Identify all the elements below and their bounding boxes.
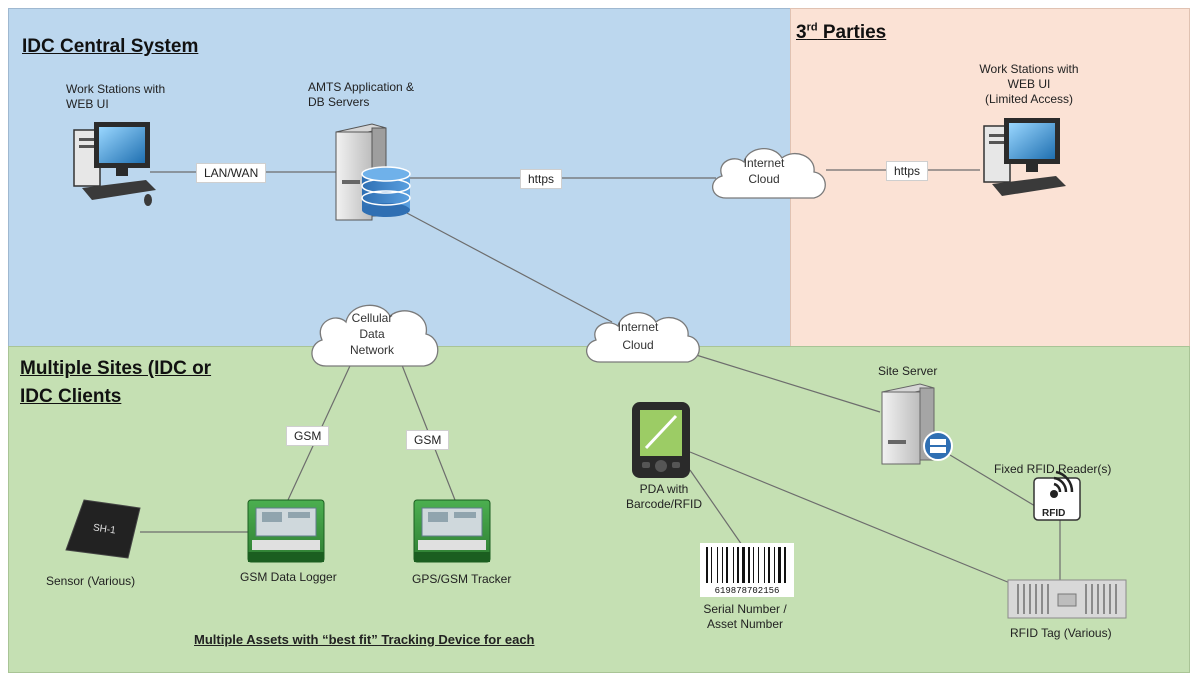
barcode-digits: 619878702156 (715, 586, 780, 596)
gsm-edge-label-logger: GSM (286, 426, 330, 446)
gps-tracker-label: GPS/GSM Tracker (412, 572, 512, 586)
gsm-logger-label: GSM Data Logger (240, 570, 337, 584)
site-server-to-reader-link (949, 454, 1046, 513)
pda-to-rfid-tag-link (689, 451, 1011, 584)
desktop-computer-icon-third-party (983, 118, 1066, 196)
gsm-link-tracker (397, 354, 456, 501)
https-edge-label-third: https (886, 161, 929, 181)
cloud-icon-cellular: Cellular Data Network (311, 304, 439, 367)
central-system-title: IDC Central System (22, 36, 199, 57)
data-logger-icon (247, 499, 325, 563)
server-to-internet-link (404, 211, 613, 323)
cloud-label-line3: Network (350, 343, 395, 357)
cloud-label-line2: Cloud (622, 338, 653, 352)
server-icon (881, 383, 953, 465)
third-parties-title: 3rd Parties (796, 20, 886, 45)
third-parties-title-number: 3 (796, 22, 807, 43)
rfid-reader-icon: RFID (1033, 470, 1081, 521)
gps-tracker-icon (413, 499, 491, 563)
footer-caption: Multiple Assets with “best fit” Tracking… (194, 632, 535, 647)
cloud-label-line2: Cloud (748, 172, 779, 186)
barcode-icon: 619878702156 (700, 543, 794, 597)
sites-zone (8, 346, 1190, 673)
cloud-label-line1: Cellular (352, 311, 393, 325)
cloud-label-line1: Internet (618, 320, 659, 334)
workstation-central-label: Work Stations with WEB UI (66, 82, 166, 111)
rfid-tag-icon (1007, 579, 1127, 619)
site-server-label: Site Server (878, 364, 938, 378)
app-servers-label: AMTS Application & DB Servers (308, 80, 415, 109)
gsm-edge-label-tracker: GSM (406, 430, 450, 450)
workstation-third-label: Work Stations with WEB UI (Limited Acces… (979, 62, 1079, 106)
third-parties-title-text: Parties (817, 22, 887, 43)
lan-wan-edge-label: LAN/WAN (196, 163, 267, 183)
third-parties-title-superscript: rd (806, 21, 818, 34)
fixed-rfid-reader-label: Fixed RFID Reader(s) (994, 462, 1112, 476)
sensor-chip-icon: SH-1 (65, 499, 141, 559)
barcode-label: Serial Number / Asset Number (703, 602, 787, 631)
desktop-computer-icon (73, 122, 156, 206)
rfid-badge-text: RFID (1042, 508, 1065, 519)
pda-to-barcode-link (689, 469, 743, 546)
sites-title-line2: IDC Clients (20, 386, 122, 407)
cloud-label-line1: Internet (744, 156, 785, 170)
pda-device-icon (632, 402, 690, 478)
sites-title-line1: Multiple Sites (IDC or (20, 358, 212, 379)
pda-label: PDA with Barcode/RFID (625, 482, 703, 511)
cloud-icon-internet-top: Internet Cloud (712, 148, 826, 199)
cloud-label-line2: Data (359, 327, 385, 341)
sensor-label: Sensor (Various) (46, 574, 136, 588)
rfid-tag-label: RFID Tag (Various) (1010, 626, 1112, 640)
https-edge-label-central: https (520, 169, 563, 189)
internet-to-site-server-link (679, 349, 881, 413)
sensor-chip-text: SH-1 (92, 522, 117, 536)
cloud-icon-internet-mid: Internet Cloud (586, 312, 700, 363)
server-database-icon (335, 123, 411, 221)
